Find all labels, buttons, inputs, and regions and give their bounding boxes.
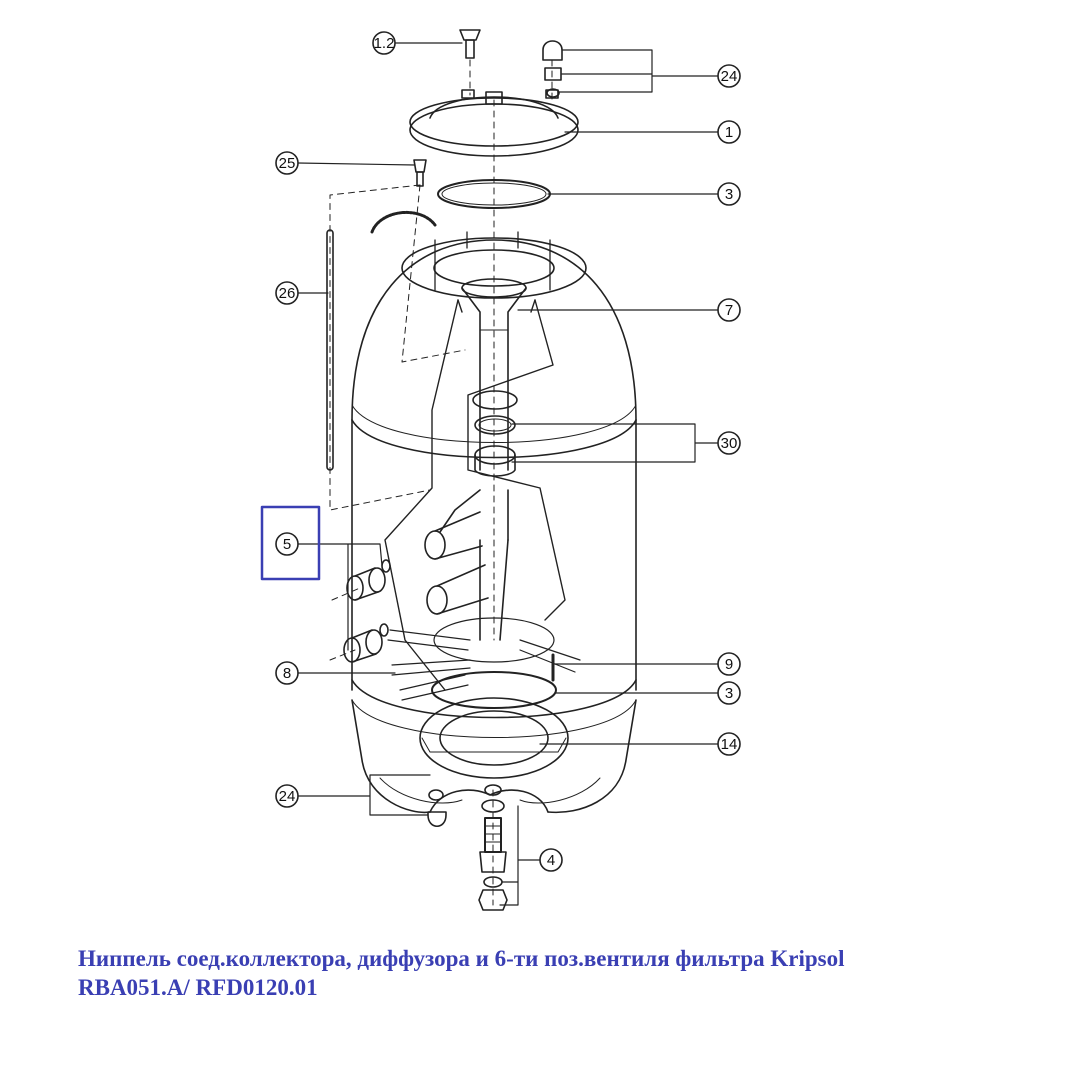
callout-1: 1 — [717, 120, 741, 144]
part-1-lid — [409, 89, 579, 157]
svg-text:26: 26 — [279, 285, 296, 302]
callout-26: 26 — [275, 281, 299, 305]
part-25-air-vent — [413, 159, 427, 187]
svg-text:1.2: 1.2 — [374, 35, 395, 52]
callout-3-bottom: 3 — [717, 681, 741, 705]
svg-text:1: 1 — [725, 124, 733, 141]
leader-lines — [297, 42, 719, 906]
callout-30: 30 — [717, 431, 741, 455]
callout-7: 7 — [717, 298, 741, 322]
part-8-laterals — [387, 617, 581, 701]
spring-clip — [370, 210, 437, 234]
svg-text:8: 8 — [283, 665, 291, 682]
svg-text:30: 30 — [721, 435, 738, 452]
cutaway-section — [384, 299, 566, 691]
callout-3-top: 3 — [717, 182, 741, 206]
studs — [434, 231, 551, 291]
part-1-2-vent-screw — [459, 29, 481, 59]
part-3-o-ring-bottom — [431, 671, 557, 709]
caption-line-2: RBA051.A/ RFD0120.01 — [78, 975, 318, 1000]
svg-text:25: 25 — [279, 155, 296, 172]
svg-text:3: 3 — [725, 186, 733, 203]
part-30-sight-glass — [472, 390, 518, 477]
part-14-bottom-flange — [419, 697, 569, 779]
svg-text:24: 24 — [279, 788, 296, 805]
assembly-guides — [329, 59, 553, 906]
callouts: 1.2 24 1 25 3 26 7 30 5 8 9 3 14 24 4 — [275, 31, 741, 872]
callout-14: 14 — [717, 732, 741, 756]
callout-25: 25 — [275, 151, 299, 175]
callout-4: 4 — [539, 848, 563, 872]
callout-5: 5 — [275, 532, 299, 556]
callout-1-2: 1.2 — [372, 31, 396, 55]
filter-exploded-diagram: 1.2 24 1 25 3 26 7 30 5 8 9 3 14 24 4 — [260, 29, 741, 911]
svg-text:3: 3 — [725, 685, 733, 702]
part-5-nipples — [343, 559, 391, 663]
callout-8: 8 — [275, 661, 299, 685]
svg-text:9: 9 — [725, 656, 733, 673]
part-24-top-cap — [542, 40, 563, 98]
svg-text:24: 24 — [721, 68, 738, 85]
caption-line-1: Ниппель соед.коллектора, диффузора и 6-т… — [78, 946, 845, 971]
svg-text:7: 7 — [725, 302, 733, 319]
callout-9: 9 — [717, 652, 741, 676]
svg-text:14: 14 — [721, 736, 738, 753]
callout-24-bottom: 24 — [275, 784, 299, 808]
part-26-rod — [326, 229, 334, 471]
svg-text:5: 5 — [283, 536, 291, 553]
svg-text:4: 4 — [547, 852, 555, 869]
part-24-bottom-cap — [427, 789, 447, 828]
part-4-drain — [478, 784, 508, 911]
highlight-box-part-5 — [260, 505, 321, 581]
product-caption: Ниппель соед.коллектора, диффузора и 6-т… — [78, 944, 1038, 1002]
callout-24-top: 24 — [717, 64, 741, 88]
